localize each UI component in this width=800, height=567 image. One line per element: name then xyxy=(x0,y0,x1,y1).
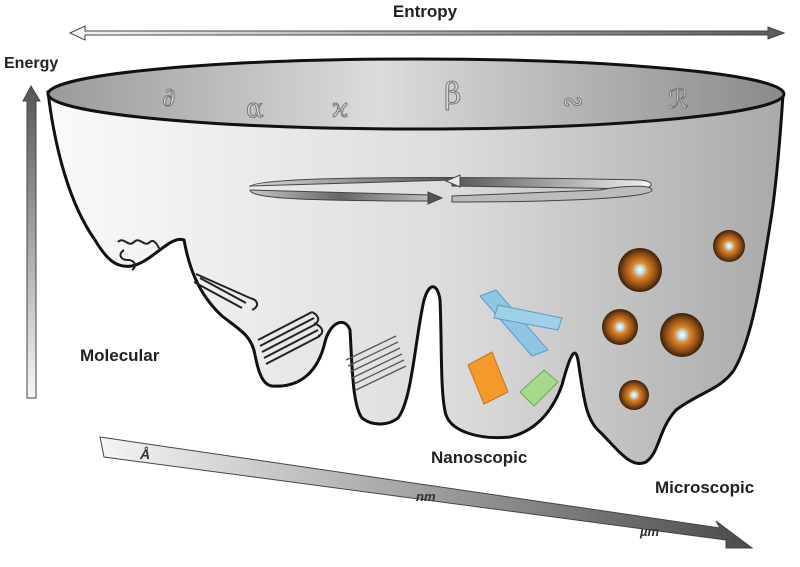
funnel-rim xyxy=(46,57,786,131)
rim-glyph-1: ∂ xyxy=(162,83,175,113)
hairpin-structure xyxy=(193,273,258,311)
nano-green-sheet xyxy=(519,369,559,407)
nano-blue-fibrils xyxy=(479,289,563,357)
exchange-ring xyxy=(249,174,653,205)
energy-label: Energy xyxy=(4,55,58,72)
rim-glyph-2: α xyxy=(246,94,264,124)
ring-left-arrowhead xyxy=(444,174,461,188)
rim-glyph-3: ϰ xyxy=(332,94,348,124)
ring-right-arrowhead xyxy=(427,191,444,205)
nano-orange-sheet xyxy=(467,351,509,405)
entropy-label: Entropy xyxy=(393,2,458,21)
rim-glyph-5: ∾ xyxy=(562,87,584,117)
fibril-structure xyxy=(345,335,407,391)
sheet-stack-structure xyxy=(257,311,324,365)
aggregate-4 xyxy=(660,313,704,357)
label-nanoscopic: Nanoscopic xyxy=(431,448,527,467)
rim-glyph-6: ℛ xyxy=(668,85,689,115)
rim-glyph-4: β xyxy=(444,77,461,112)
scale-label-um: µm xyxy=(639,524,659,539)
scale-label-nm: nm xyxy=(416,489,436,504)
aggregate-5 xyxy=(619,380,649,410)
entropy-arrow xyxy=(68,25,786,41)
label-microscopic: Microscopic xyxy=(655,478,754,497)
label-molecular: Molecular xyxy=(80,346,160,365)
rim-glyphs: ∂ α ϰ β ∾ ℛ xyxy=(162,77,690,125)
energy-arrow xyxy=(22,84,41,399)
size-scale-arrow xyxy=(99,436,754,549)
aggregate-2 xyxy=(713,230,745,262)
ring-right-band xyxy=(451,185,653,203)
scale-label-angstrom: Å xyxy=(139,446,150,462)
helix-structure xyxy=(117,239,161,271)
funnel-body xyxy=(46,90,785,465)
aggregate-1 xyxy=(618,248,662,292)
aggregate-3 xyxy=(602,309,638,345)
